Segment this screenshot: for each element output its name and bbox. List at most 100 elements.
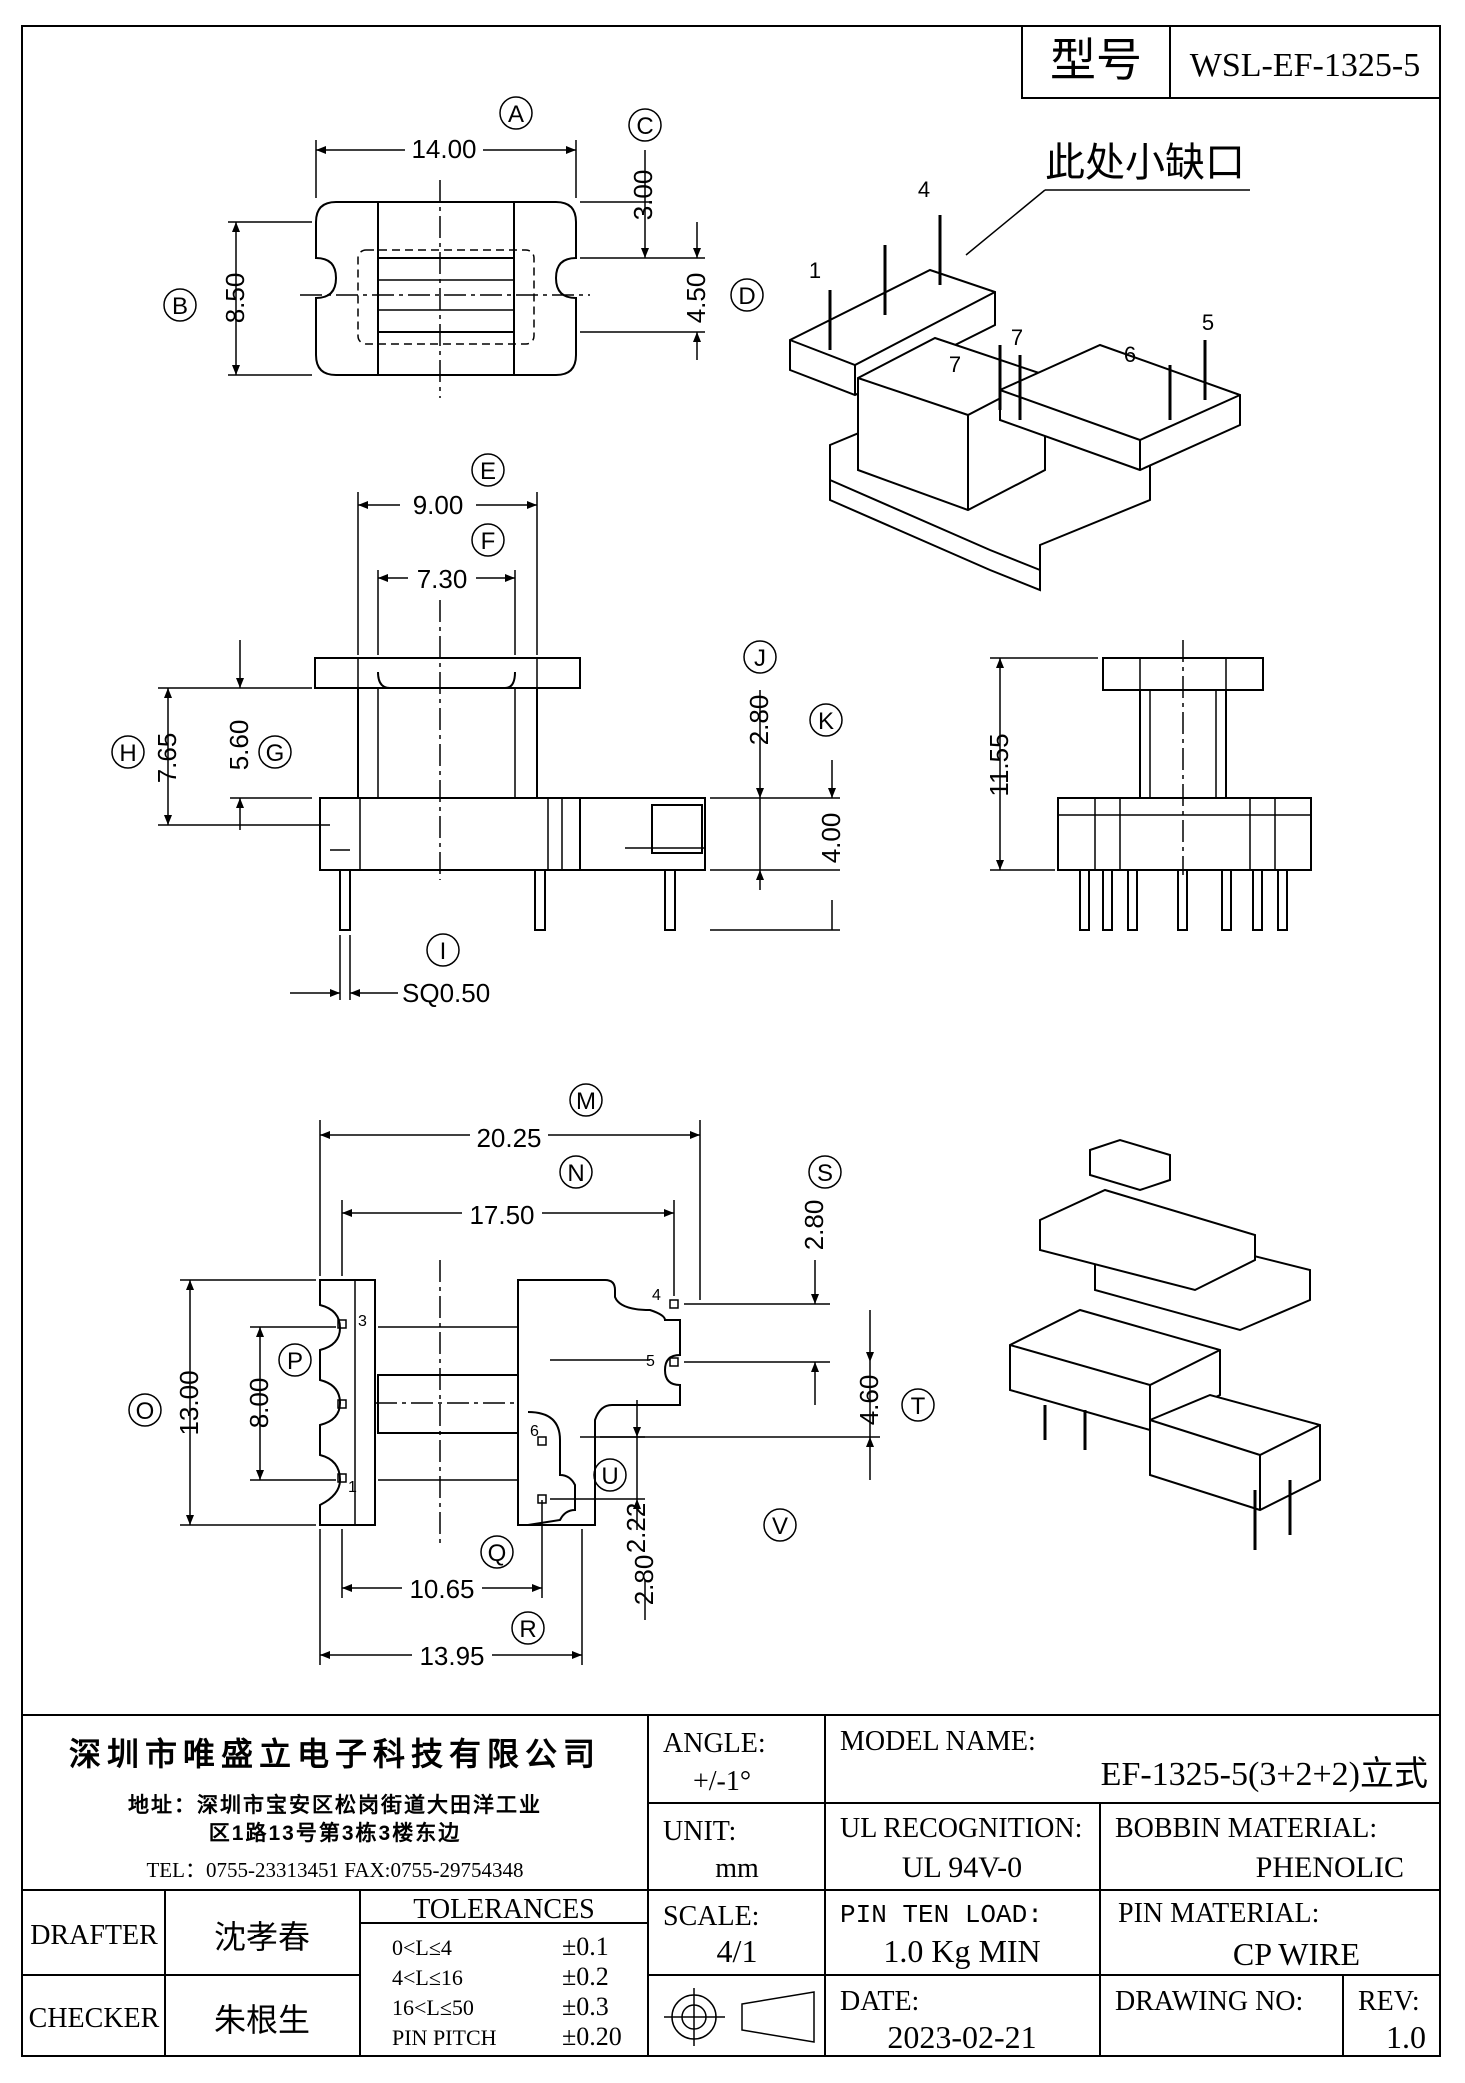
tol-value-1: ±0.1 [562,1932,609,1961]
dim-n-value: 17.50 [469,1200,534,1230]
dim-v-letter: V [772,1513,788,1540]
drawing-no-label: DRAWING NO: [1115,1986,1303,2017]
company-address-1: 地址：深圳市宝安区松岗街道大田洋工业 [128,1793,542,1817]
dim-s-value: 2.80 [799,1200,829,1251]
dim-u-letter: U [601,1463,618,1490]
scale-value: 4/1 [717,1933,758,1969]
notch-annotation: 此处小缺口 [1045,141,1245,185]
model-code: WSL-EF-1325-5 [1190,47,1420,84]
bottom-view: 3 1 4 5 6 20.25 M 17.50 N [128,1083,935,1671]
ul-label: UL RECOGNITION: [840,1813,1082,1844]
date-label: DATE: [840,1986,919,2017]
dim-j-letter: J [754,645,766,672]
bottom-pin-4: 4 [652,1287,661,1304]
bottom-pin-3: 3 [358,1313,367,1330]
checker-label: CHECKER [29,2003,160,2034]
model-name-label: MODEL NAME: [840,1726,1036,1757]
dim-c-value: 3.00 [628,170,658,221]
iso-pin-6: 7 [1011,325,1023,350]
tol-value-2: ±0.2 [562,1962,609,1991]
dim-d-value: 4.50 [681,273,711,324]
company-name: 深圳市唯盛立电子科技有限公司 [69,1736,601,1772]
dim-f-letter: F [481,528,496,555]
dim-k-letter: K [818,708,834,735]
dim-b-value: 8.50 [220,273,250,324]
dim-k-value: 4.00 [816,813,846,864]
pin-load-label: PIN TEN LOAD: [840,1900,1043,1930]
pin-material-value: CP WIRE [1233,1936,1360,1972]
iso-pin-4: 5 [1202,310,1214,335]
scale-label: SCALE: [663,1901,759,1932]
dim-g-letter: G [266,740,285,767]
dim-f-value: 7.30 [417,564,468,594]
pin-material-label: PIN MATERIAL: [1118,1898,1319,1929]
front-view: 9.00 E 7.30 F 5.60 G 7.65 H SQ0.50 I [111,453,846,1008]
iso-pin-7: 7 [949,352,961,377]
dim-h-value: 7.65 [152,733,182,784]
dim-r-value: 13.95 [419,1641,484,1671]
model-name-value: EF-1325-5(3+2+2)立式 [1101,1755,1428,1793]
iso-pin-5: 6 [1124,342,1136,367]
unit-value: mm [715,1853,759,1884]
dim-o-letter: O [136,1398,155,1425]
tol-range-2: 4<L≤16 [392,1965,463,1990]
sheet-border [21,25,1441,2057]
checker-value: 朱根生 [214,2002,310,2038]
dim-i-value: SQ0.50 [402,978,490,1008]
dim-q-value: 10.65 [409,1574,474,1604]
unit-label: UNIT: [663,1816,736,1847]
dim-a-letter: A [508,101,524,128]
tol-value-3: ±0.3 [562,1992,609,2021]
dim-a-value: 14.00 [411,134,476,164]
dim-c-letter: C [636,113,653,140]
company-address-2: 区1路13号第3栋3楼东边 [209,1821,461,1845]
angle-label: ANGLE: [663,1728,766,1759]
dim-v-value: 2.22 [621,1503,651,1554]
angle-value: +/-1° [693,1766,751,1797]
title-block: 深圳市唯盛立电子科技有限公司 地址：深圳市宝安区松岗街道大田洋工业 区1路13号… [22,1714,1440,2056]
bobbin-value: PHENOLIC [1256,1851,1404,1884]
tol-range-1: 0<L≤4 [392,1935,452,1960]
projection-symbol [664,1988,815,2046]
iso-pin-1: 1 [809,258,821,283]
dim-i-letter: I [440,938,447,965]
dim-t-letter: T [911,1393,926,1420]
dim-p-value: 8.00 [244,1378,274,1429]
model-code-box: 型号 WSL-EF-1325-5 [1021,25,1441,99]
side-view: 11.55 [984,640,1312,931]
bottom-pin-1: 1 [348,1479,357,1496]
dim-t-value: 4.60 [854,1375,884,1426]
dim-d-letter: D [738,283,755,310]
dim-m-letter: M [576,1088,596,1115]
dim-u-value: 2.80 [629,1555,659,1606]
dim-b-letter: B [172,293,188,320]
dim-j-value: 2.80 [744,695,774,746]
tol-range-4: PIN PITCH [392,2025,497,2050]
iso-view-bottom [1009,1138,1321,1550]
bottom-pin-5: 5 [646,1353,655,1370]
dim-h-letter: H [119,740,136,767]
model-label: 型号 [1050,34,1142,86]
dim-r-letter: R [519,1616,536,1643]
bobbin-label: BOBBIN MATERIAL: [1115,1813,1377,1844]
tol-value-4: ±0.20 [562,2022,622,2051]
iso-pin-3: 4 [918,177,930,202]
dim-q-letter: Q [488,1540,507,1567]
dim-m-value: 20.25 [476,1123,541,1153]
dim-s-letter: S [817,1160,833,1187]
ul-value: UL 94V-0 [902,1851,1022,1884]
dim-e-letter: E [480,458,496,485]
bottom-pin-6: 6 [530,1423,539,1440]
iso-view-top: 此处小缺口 1 4 5 6 7 7 [789,141,1250,592]
dim-o-value: 13.00 [174,1370,204,1435]
dim-n-letter: N [567,1160,584,1187]
date-value: 2023-02-21 [887,2019,1036,2055]
tolerances-label: TOLERANCES [413,1894,595,1925]
side-height: 11.55 [984,733,1014,796]
company-phone-fax: TEL：0755-23313451 FAX:0755-29754348 [146,1858,523,1882]
top-view: 14.00 A 8.50 B 3.00 C 4.50 D [163,96,764,398]
pin-load-value: 1.0 Kg MIN [883,1933,1040,1969]
dim-p-letter: P [287,1348,303,1375]
dim-e-value: 9.00 [413,490,464,520]
